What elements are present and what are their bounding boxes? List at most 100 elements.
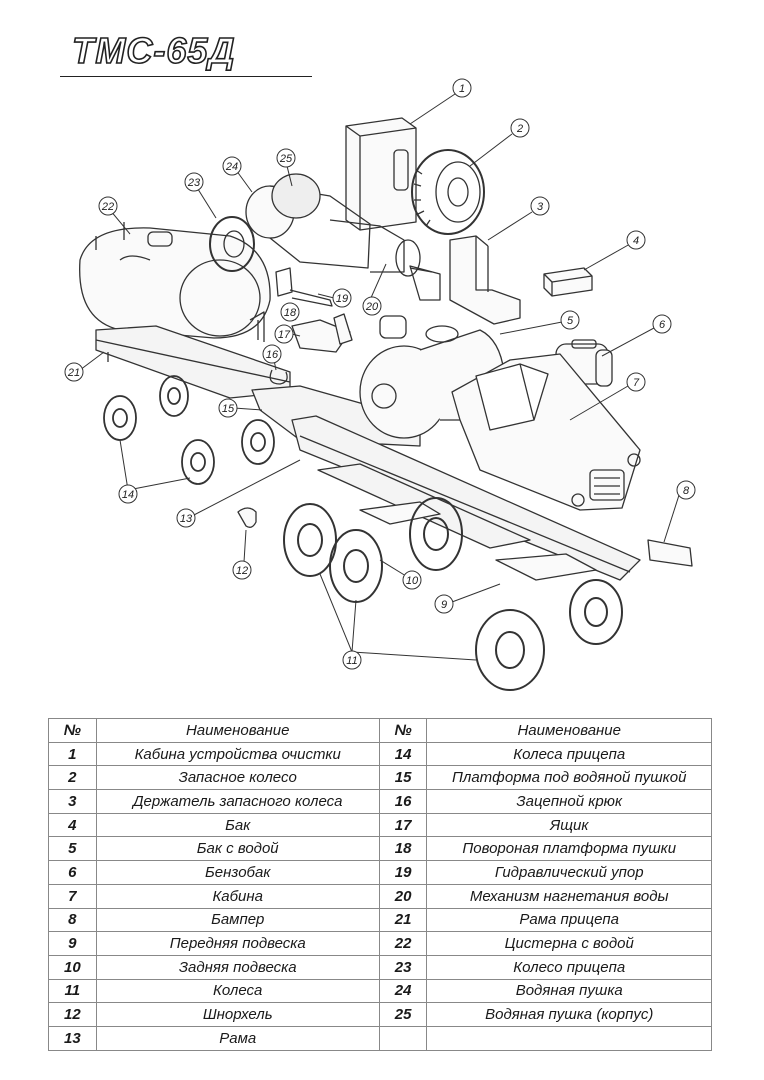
part-number: 22 bbox=[378, 931, 428, 956]
svg-text:19: 19 bbox=[336, 293, 348, 305]
svg-text:4: 4 bbox=[633, 235, 639, 247]
part-name: Бак bbox=[95, 812, 380, 838]
bumper bbox=[647, 539, 693, 567]
part-name: Колеса bbox=[95, 978, 380, 1004]
trailer-wheel bbox=[209, 216, 255, 272]
callout-markers: 1 2 3 4 5 6 7 8 9 10 11 12 13 14 15 16 1… bbox=[64, 78, 696, 670]
cannon-platform-parts bbox=[275, 267, 407, 353]
callout-5: 5 bbox=[560, 310, 580, 330]
part-name: Задняя подвеска bbox=[95, 954, 380, 980]
part-name: Повороная платформа пушки bbox=[426, 836, 712, 862]
part-name: Держатель запасного колеса bbox=[95, 789, 380, 814]
spare-wheel bbox=[411, 149, 485, 235]
part-number: 7 bbox=[48, 883, 97, 909]
svg-text:1: 1 bbox=[459, 83, 465, 95]
callout-23: 23 bbox=[184, 172, 204, 192]
callout-14: 14 bbox=[118, 484, 138, 504]
part-number: 3 bbox=[48, 789, 97, 814]
callout-21: 21 bbox=[64, 362, 84, 382]
part-number: 5 bbox=[48, 836, 97, 862]
part-number: 16 bbox=[378, 789, 428, 814]
part-name: Рама bbox=[95, 1025, 380, 1051]
page-title: ТМС-65Д bbox=[71, 29, 236, 72]
callout-10: 10 bbox=[402, 570, 422, 590]
part-name: Бензобак bbox=[95, 860, 380, 885]
part-number: 2 bbox=[48, 765, 97, 791]
part-name: Передняя подвеска bbox=[95, 931, 380, 956]
part-number: 13 bbox=[48, 1025, 97, 1051]
part-name: Кабина bbox=[95, 883, 380, 909]
part-number: 11 bbox=[48, 978, 97, 1004]
part-number: 9 bbox=[48, 931, 97, 956]
part-name: Зацепной крюк bbox=[426, 789, 712, 814]
leader-lines bbox=[79, 91, 681, 661]
tow-hook bbox=[269, 369, 288, 385]
part-number: 15 bbox=[378, 765, 428, 791]
cleaning-cabin bbox=[345, 117, 417, 231]
svg-text:24: 24 bbox=[225, 161, 238, 173]
col-header-name-right: Наименование bbox=[426, 718, 712, 743]
callout-20: 20 bbox=[362, 296, 382, 316]
part-number: 19 bbox=[378, 860, 428, 885]
callout-25: 25 bbox=[276, 148, 296, 168]
spare-wheel-holder bbox=[409, 235, 521, 325]
part-number: 21 bbox=[378, 907, 428, 933]
part-name: Колеса прицепа bbox=[426, 741, 712, 767]
callout-8: 8 bbox=[676, 480, 696, 500]
snorkel bbox=[237, 507, 257, 528]
svg-text:25: 25 bbox=[279, 153, 293, 165]
part-number: 10 bbox=[48, 954, 97, 980]
callout-17: 17 bbox=[274, 324, 294, 344]
suspension bbox=[359, 501, 597, 581]
part-number: 24 bbox=[378, 978, 428, 1004]
title-underline bbox=[60, 76, 312, 77]
part-name: Шнорхель bbox=[95, 1002, 380, 1027]
svg-text:21: 21 bbox=[67, 367, 80, 379]
part-name: Механизм нагнетания воды bbox=[426, 883, 712, 909]
part-number: 6 bbox=[48, 860, 97, 885]
part-name: Бак с водой bbox=[95, 836, 380, 862]
part-name: Платформа под водяной пушкой bbox=[426, 765, 712, 791]
svg-text:17: 17 bbox=[278, 329, 291, 341]
svg-text:14: 14 bbox=[122, 489, 134, 501]
svg-text:5: 5 bbox=[567, 315, 574, 327]
part-name: Кабина устройства очистки bbox=[95, 741, 380, 767]
part-name: Колесо прицепа bbox=[426, 954, 712, 980]
callout-7: 7 bbox=[626, 372, 646, 392]
part-number: 8 bbox=[48, 907, 97, 933]
svg-text:12: 12 bbox=[236, 565, 248, 577]
callout-12: 12 bbox=[232, 560, 252, 580]
part-number: 4 bbox=[48, 812, 97, 838]
svg-text:13: 13 bbox=[180, 513, 193, 525]
callout-24: 24 bbox=[222, 156, 242, 176]
svg-text:16: 16 bbox=[266, 349, 279, 361]
callout-18: 18 bbox=[280, 302, 300, 322]
callout-6: 6 bbox=[652, 314, 672, 334]
svg-text:22: 22 bbox=[101, 201, 114, 213]
col-header-name-left: Наименование bbox=[95, 718, 380, 743]
part-name: Бампер bbox=[95, 907, 380, 933]
svg-text:20: 20 bbox=[365, 301, 379, 313]
water-cannon bbox=[245, 173, 433, 277]
part-name bbox=[426, 1025, 712, 1051]
callout-16: 16 bbox=[262, 344, 282, 364]
callout-3: 3 bbox=[530, 196, 550, 216]
svg-text:6: 6 bbox=[659, 319, 666, 331]
svg-text:2: 2 bbox=[516, 123, 523, 135]
part-number: 18 bbox=[378, 836, 428, 862]
callout-2: 2 bbox=[510, 118, 530, 138]
table-header-row: № Наименование № Наименование bbox=[48, 718, 712, 743]
part-name: Водяная пушка bbox=[426, 978, 712, 1004]
part-number: 12 bbox=[48, 1002, 97, 1027]
